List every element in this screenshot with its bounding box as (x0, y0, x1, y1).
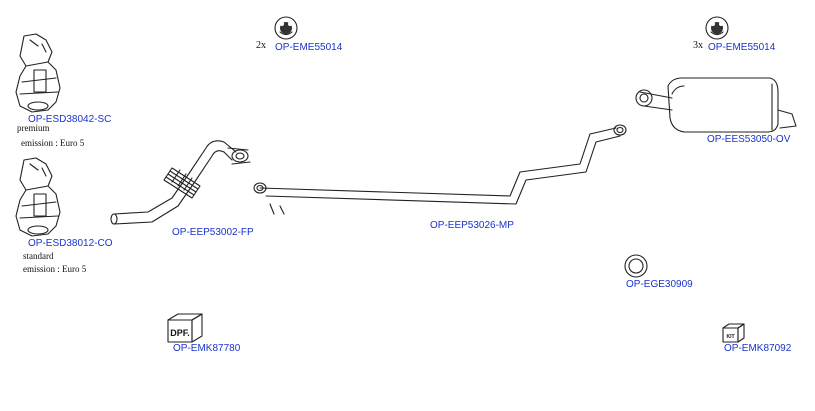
rear-silencer-code[interactable]: OP-EES53050-OV (707, 134, 791, 145)
kit-box-label: KIT (726, 334, 734, 340)
rear-silencer-icon[interactable] (632, 76, 800, 136)
catalyst-premium-variant: premium (17, 123, 50, 133)
catalyst-premium-code[interactable]: OP-ESD38042-SC (28, 114, 112, 125)
rubber-hanger-right-icon[interactable] (703, 14, 733, 44)
catalyst-premium-emission: emission : Euro 5 (21, 138, 85, 148)
hanger-right-code[interactable]: OP-EME55014 (708, 42, 776, 53)
front-pipe-icon[interactable] (108, 134, 258, 230)
gasket-ring-icon[interactable] (622, 252, 650, 280)
hanger-right-quantity: 3x (693, 40, 703, 51)
hanger-left-code[interactable]: OP-EME55014 (275, 42, 343, 53)
mounting-kit-code[interactable]: OP-EMK87092 (724, 343, 792, 354)
catalyst-standard-code[interactable]: OP-ESD38012-CO (28, 238, 113, 249)
gasket-code[interactable]: OP-EGE30909 (626, 279, 693, 290)
rubber-hanger-left-icon[interactable] (272, 14, 302, 44)
middle-pipe-icon[interactable] (250, 116, 636, 216)
dpf-kit-code[interactable]: OP-EMK87780 (173, 343, 241, 354)
catalyst-standard-icon[interactable] (12, 156, 66, 238)
middle-pipe-code[interactable]: OP-EEP53026-MP (430, 220, 514, 231)
dpf-kit-box-icon[interactable]: DPF. (164, 312, 204, 344)
front-pipe-code[interactable]: OP-EEP53002-FP (172, 227, 254, 238)
mounting-kit-box-icon[interactable]: KIT (720, 322, 746, 344)
catalyst-premium-icon[interactable] (12, 32, 66, 114)
hanger-left-quantity: 2x (256, 40, 266, 51)
catalyst-standard-variant: standard (23, 251, 54, 261)
catalyst-standard-emission: emission : Euro 5 (23, 264, 87, 274)
dpf-box-label: DPF. (170, 328, 190, 338)
